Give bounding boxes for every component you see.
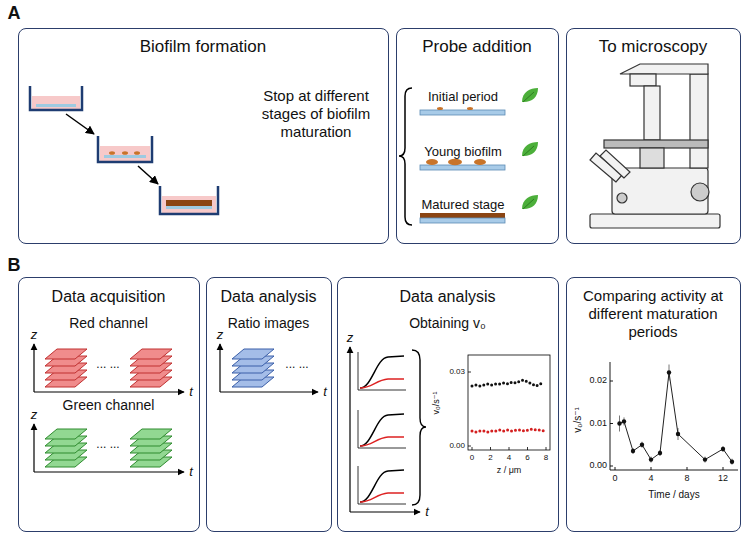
axis-label: ... ... bbox=[96, 438, 119, 451]
panel-box: Biofilm formationStop at different stage… bbox=[18, 28, 389, 244]
axis-label: 12 bbox=[718, 474, 728, 484]
panel-title: To microscopy bbox=[567, 37, 739, 57]
axis-label: ... ... bbox=[96, 358, 119, 371]
panel-title: Probe addition bbox=[397, 37, 557, 57]
axis-label: ... ... bbox=[285, 358, 308, 371]
axes bbox=[34, 344, 420, 512]
panel-text: Initial period bbox=[415, 89, 511, 105]
axis-label: 0 bbox=[470, 454, 474, 463]
axis-label: A bbox=[8, 4, 21, 24]
kinetic-plots bbox=[358, 350, 426, 505]
bracket bbox=[399, 88, 412, 225]
panel-text: Green channel bbox=[19, 397, 198, 414]
axis-label: t bbox=[323, 385, 327, 399]
panel-text: Matured stage bbox=[415, 197, 511, 213]
axis-label: z bbox=[217, 328, 224, 342]
panel-box: Data analysisObtaining v₀ bbox=[337, 277, 559, 532]
axis-label: 0 bbox=[612, 474, 617, 484]
axis-label: 8 bbox=[684, 474, 689, 484]
axis-label: 6 bbox=[525, 454, 529, 463]
panel-title: Data analysis bbox=[207, 287, 330, 306]
axis-label: z bbox=[31, 408, 38, 422]
axis-label: 2 bbox=[488, 454, 492, 463]
axis-label: v₀/s⁻¹ bbox=[572, 407, 583, 433]
axis-label: v₀/s⁻¹ bbox=[432, 392, 442, 415]
panel-box: Data acquisitionRed channelGreen channel bbox=[18, 277, 200, 532]
axis-label: t bbox=[425, 505, 429, 519]
panel-text: Stop at different stages of biofilm matu… bbox=[247, 87, 385, 141]
axis-label: 4 bbox=[648, 474, 653, 484]
axis-label: 0.03 bbox=[449, 368, 465, 377]
panel-title: Comparing activity at different maturati… bbox=[571, 287, 735, 341]
panel-title: Data analysis bbox=[338, 287, 557, 306]
axis-label: Time / days bbox=[648, 489, 699, 500]
panel-title: Biofilm formation bbox=[19, 37, 387, 57]
panel-box: Probe additionInitial periodYoung biofil… bbox=[396, 28, 559, 244]
microscope bbox=[590, 64, 720, 228]
axis-label: z bbox=[31, 328, 38, 342]
axis-label: t bbox=[189, 465, 193, 479]
axis-label: t bbox=[189, 385, 193, 399]
panel-box: Data analysisRatio images bbox=[206, 277, 332, 532]
axis-label: z / μm bbox=[497, 466, 522, 476]
axis-label: 4 bbox=[507, 454, 511, 463]
axis-label: 0.00 bbox=[449, 442, 465, 451]
axis-label: B bbox=[8, 256, 21, 276]
axis-label: 0.00 bbox=[589, 461, 607, 471]
panel-text: Obtaining v₀ bbox=[338, 315, 557, 332]
v0-z-plot bbox=[468, 355, 550, 450]
panel-text: Red channel bbox=[19, 315, 198, 332]
time-chart bbox=[610, 362, 738, 470]
axis-label: 8 bbox=[544, 454, 548, 463]
panel-text: Ratio images bbox=[207, 315, 330, 332]
panel-text: Young biofilm bbox=[415, 144, 511, 160]
panel-box: To microscopy bbox=[566, 28, 741, 244]
petri-dishes bbox=[30, 86, 218, 214]
panel-title: Data acquisition bbox=[19, 287, 198, 306]
axis-label: 0.01 bbox=[589, 419, 607, 429]
axis-label: 0.02 bbox=[589, 376, 607, 386]
axis-label: z bbox=[347, 331, 354, 345]
